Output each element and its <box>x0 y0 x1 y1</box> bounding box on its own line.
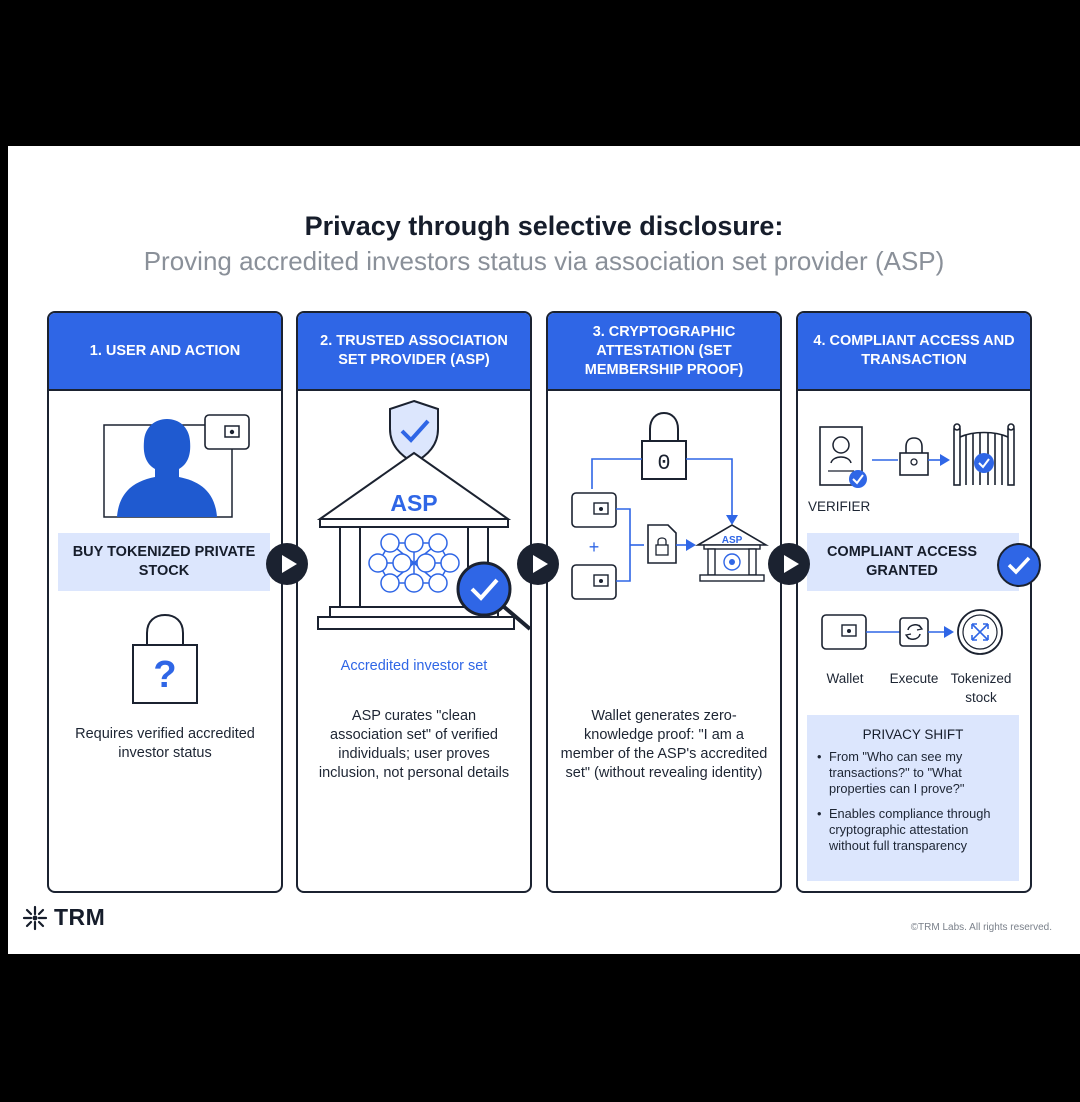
padlock-question-icon: ? <box>132 613 198 704</box>
check-circle-icon <box>997 543 1041 587</box>
user-silhouette-icon <box>103 414 250 518</box>
panel-1-header: 1. USER AND ACTION <box>49 313 281 391</box>
privacy-shift-box: PRIVACY SHIFT From "Who can see my trans… <box>807 715 1019 881</box>
privacy-shift-bullet: From "Who can see my transactions?" to "… <box>817 749 1011 797</box>
panel-compliant-access: 4. COMPLIANT ACCESS AND TRANSACTION <box>796 311 1032 893</box>
page-title: Privacy through selective disclosure: <box>304 211 784 241</box>
document-lock-icon <box>647 524 677 564</box>
logo-text: TRM <box>54 904 106 930</box>
wallet-icon <box>204 414 250 450</box>
wallet-icon <box>571 492 617 600</box>
verifier-label: VERIFIER <box>808 499 871 514</box>
flow-label-tokenized-stock: Tokenized stock <box>950 671 1012 705</box>
attestation-flow: 0 + A <box>571 411 769 600</box>
svg-text:0: 0 <box>657 451 670 476</box>
bank-building-icon: ASP <box>316 399 530 631</box>
gate-check-icon <box>953 423 1015 486</box>
panel-3-header: 3. CRYPTOGRAPHIC ATTESTATION (SET MEMBER… <box>548 313 780 391</box>
trm-logo-icon <box>22 905 48 930</box>
privacy-shift-bullet: Enables compliance through cryptographic… <box>817 806 1011 854</box>
padlock-icon <box>899 437 929 476</box>
infographic: Privacy through selective disclosure: Pr… <box>8 146 1080 954</box>
next-arrow-icon <box>768 543 810 585</box>
token-icon <box>957 609 1003 655</box>
refresh-icon <box>899 617 929 647</box>
panel-attestation: 3. CRYPTOGRAPHIC ATTESTATION (SET MEMBER… <box>546 311 782 893</box>
panel-3-description: Wallet generates zero-knowledge proof: "… <box>560 708 768 781</box>
panel-user-action: 1. USER AND ACTION BUY TOKENIZED PRIVATE… <box>47 311 283 893</box>
privacy-shift-heading: PRIVACY SHIFT <box>862 727 964 742</box>
panel-4-header: 4. COMPLIANT ACCESS AND TRANSACTION <box>798 313 1030 391</box>
panel-2-description: ASP curates "clean association set" of v… <box>318 708 510 781</box>
set-label: Accredited investor set <box>340 658 488 674</box>
flow-label-execute: Execute <box>889 671 939 686</box>
trm-logo: TRM <box>22 904 105 931</box>
next-arrow-icon <box>266 543 308 585</box>
page-subtitle: Proving accredited investors status via … <box>143 246 945 276</box>
bank-building-icon: ASP <box>695 524 769 582</box>
network-icon <box>368 533 460 593</box>
panel-1-description: Requires verified accredited investor st… <box>75 726 255 761</box>
status-box: COMPLIANT ACCESS GRANTED <box>807 533 1019 591</box>
magnifier-check-icon <box>456 561 530 631</box>
id-card-check-icon <box>819 426 867 488</box>
padlock-icon: 0 <box>641 411 687 480</box>
panel-asp: 2. TRUSTED ASSOCIATION SET PROVIDER (ASP… <box>296 311 532 893</box>
svg-text:+: + <box>589 537 600 557</box>
svg-text:ASP: ASP <box>722 535 743 546</box>
copyright: ©TRM Labs. All rights reserved. <box>910 922 1052 933</box>
panel-2-header: 2. TRUSTED ASSOCIATION SET PROVIDER (ASP… <box>298 313 530 391</box>
action-box: BUY TOKENIZED PRIVATE STOCK <box>58 533 270 591</box>
flow-label-wallet: Wallet <box>826 671 864 686</box>
wallet-icon <box>821 614 867 650</box>
svg-text:ASP: ASP <box>390 490 437 516</box>
next-arrow-icon <box>517 543 559 585</box>
svg-text:?: ? <box>153 654 176 696</box>
